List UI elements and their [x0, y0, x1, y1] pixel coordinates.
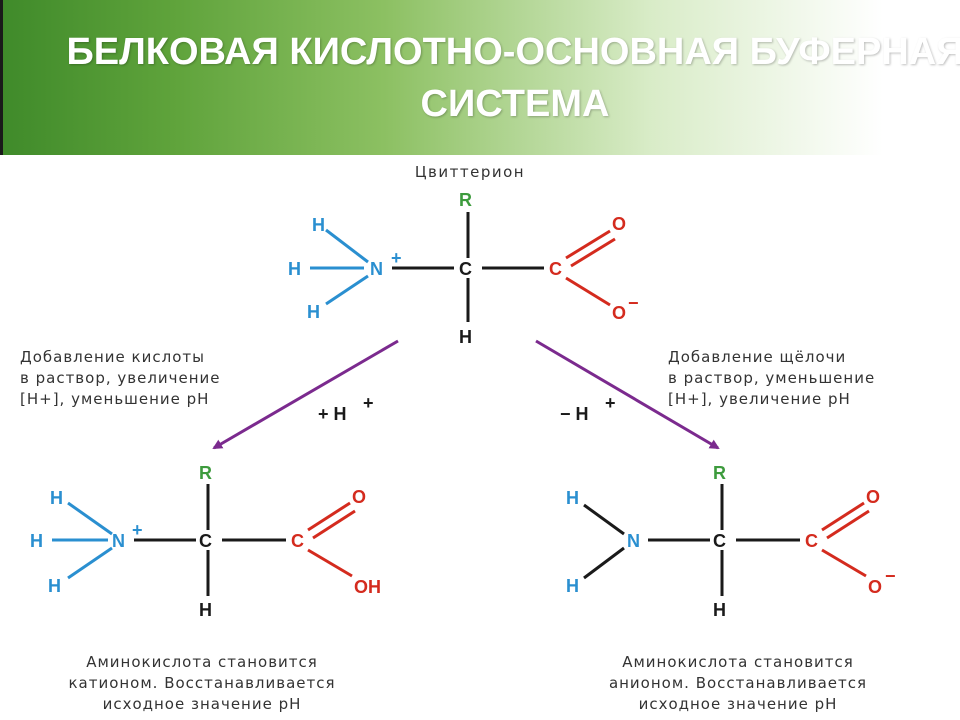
cation-caption-line: катионом. Восстанавливается: [68, 674, 335, 692]
title-banner: [0, 0, 960, 155]
bond-c-o-double: [565, 229, 611, 260]
slide-title: БЕЛКОВАЯ КИСЛОТНО-ОСНОВНАЯ БУФЕРНАЯ СИСТ…: [66, 31, 960, 125]
bond-c-oh: [307, 548, 353, 578]
bond-nh-bot: [583, 546, 625, 580]
charge-minus: −: [628, 293, 639, 313]
banner-edge-line: [0, 0, 3, 155]
atom-r: R: [199, 463, 212, 483]
atom-c: C: [291, 531, 304, 551]
atom-h: H: [566, 576, 579, 596]
anion-caption-line: анионом. Восстанавливается: [609, 674, 867, 692]
acid-arrow: [212, 339, 399, 450]
bond-nh-top: [67, 501, 113, 536]
atom-n: N: [112, 531, 125, 551]
cation-caption: Аминокислота становится катионом. Восста…: [68, 653, 335, 713]
bond-nh-bot: [67, 546, 113, 580]
bond-c-o-single: [565, 276, 611, 307]
atom-h: H: [312, 215, 325, 235]
atom-c: C: [199, 531, 212, 551]
atom-h: H: [307, 302, 320, 322]
reagent-charge-plus: +: [363, 393, 374, 413]
anion-molecule: H H N R C H C O O −: [566, 463, 896, 620]
bond-c-o-single: [821, 548, 867, 578]
atom-o: O: [866, 487, 880, 507]
atom-r: R: [459, 190, 472, 210]
bond-c-o-double: [821, 501, 865, 532]
atom-n: N: [627, 531, 640, 551]
atom-h: H: [199, 600, 212, 620]
zwitterion-label: Цвиттерион: [415, 163, 525, 181]
bond-nh-top: [325, 228, 369, 264]
atom-o: O: [612, 214, 626, 234]
atom-c: C: [459, 259, 472, 279]
atom-h: H: [48, 576, 61, 596]
cation-caption-line: исходное значение pH: [103, 695, 302, 713]
minus-h-reagent: − H: [560, 404, 589, 424]
atom-o: O: [612, 303, 626, 323]
cation-molecule: H H H N + R C H C O OH: [30, 463, 381, 620]
charge-plus: +: [132, 520, 143, 540]
atom-h: H: [566, 488, 579, 508]
bond-nh-bot: [325, 274, 369, 306]
bond-nh-top: [583, 503, 625, 536]
base-addition-line: [H+], увеличение pH: [668, 390, 851, 408]
zwitterion-molecule: H H H N + R C H C O O −: [288, 190, 639, 347]
atom-h: H: [50, 488, 63, 508]
acid-addition-line: Добавление кислоты: [20, 348, 205, 366]
atom-h: H: [459, 327, 472, 347]
anion-caption-line: исходное значение pH: [639, 695, 838, 713]
acid-addition-label: Добавление кислоты в раствор, увеличение…: [20, 348, 221, 408]
atom-n: N: [370, 259, 383, 279]
base-addition-label: Добавление щёлочи в раствор, уменьшение …: [668, 348, 875, 408]
bond-c-o-double: [307, 501, 351, 532]
atom-c: C: [805, 531, 818, 551]
atom-h: H: [713, 600, 726, 620]
atom-r: R: [713, 463, 726, 483]
atom-c: C: [713, 531, 726, 551]
anion-caption-line: Аминокислота становится: [622, 653, 854, 671]
charge-minus: −: [885, 566, 896, 586]
anion-caption: Аминокислота становится анионом. Восстан…: [609, 653, 867, 713]
base-addition-line: в раствор, уменьшение: [668, 369, 875, 387]
charge-plus: +: [391, 248, 402, 268]
acid-addition-line: [H+], уменьшение pH: [20, 390, 209, 408]
bond-c-o-double: [570, 237, 616, 268]
atom-oh: OH: [354, 577, 381, 597]
reagent-charge-plus: +: [605, 393, 616, 413]
atom-o: O: [868, 577, 882, 597]
base-addition-line: Добавление щёлочи: [668, 348, 846, 366]
atom-o: O: [352, 487, 366, 507]
atom-c: C: [549, 259, 562, 279]
bond-c-o-double: [826, 509, 870, 540]
atom-h: H: [30, 531, 43, 551]
acid-addition-line: в раствор, увеличение: [20, 369, 221, 387]
cation-caption-line: Аминокислота становится: [86, 653, 318, 671]
atom-h: H: [288, 259, 301, 279]
bond-c-o-double: [312, 509, 356, 540]
plus-h-reagent: + H: [318, 404, 347, 424]
base-arrow: [535, 339, 720, 450]
